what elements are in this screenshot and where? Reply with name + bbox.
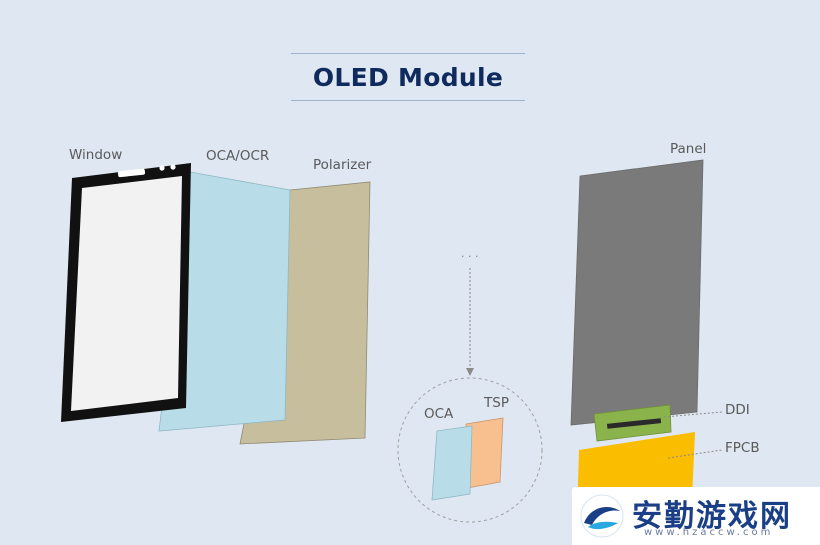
- oca-small-label: OCA: [424, 406, 454, 422]
- window-label: Window: [69, 147, 123, 163]
- tsp-label: TSP: [484, 395, 509, 411]
- sensor-dot: [170, 164, 176, 170]
- page-title: OLED Module: [312, 62, 504, 92]
- watermark-logo-icon: [580, 494, 624, 538]
- camera-dot: [159, 165, 165, 171]
- panel-layer: [570, 159, 704, 426]
- ddi-leader-line: [663, 411, 723, 418]
- down-arrow-head: [466, 368, 474, 376]
- title-box: OLED Module: [291, 53, 525, 101]
- fpcb-leader-line: [667, 449, 723, 459]
- window-layer: [61, 163, 191, 422]
- oca-ocr-label: OCA/OCR: [206, 148, 270, 164]
- fpcb-label: FPCB: [725, 440, 760, 456]
- panel-label: Panel: [670, 141, 707, 157]
- zoom-circle: [397, 377, 543, 523]
- speaker-slot: [117, 168, 146, 178]
- oca-small-layer: [431, 425, 473, 501]
- ellipsis-mark: · · ·: [461, 250, 479, 263]
- watermark-text: 安勤游戏网: [632, 499, 792, 534]
- watermark-url: www.hzaccw.com: [644, 527, 774, 538]
- ddi-chip: [606, 418, 662, 429]
- watermark-badge: 安勤游戏网 www.hzaccw.com: [572, 487, 820, 545]
- polarizer-label: Polarizer: [313, 157, 372, 173]
- ddi-label: DDI: [725, 402, 750, 418]
